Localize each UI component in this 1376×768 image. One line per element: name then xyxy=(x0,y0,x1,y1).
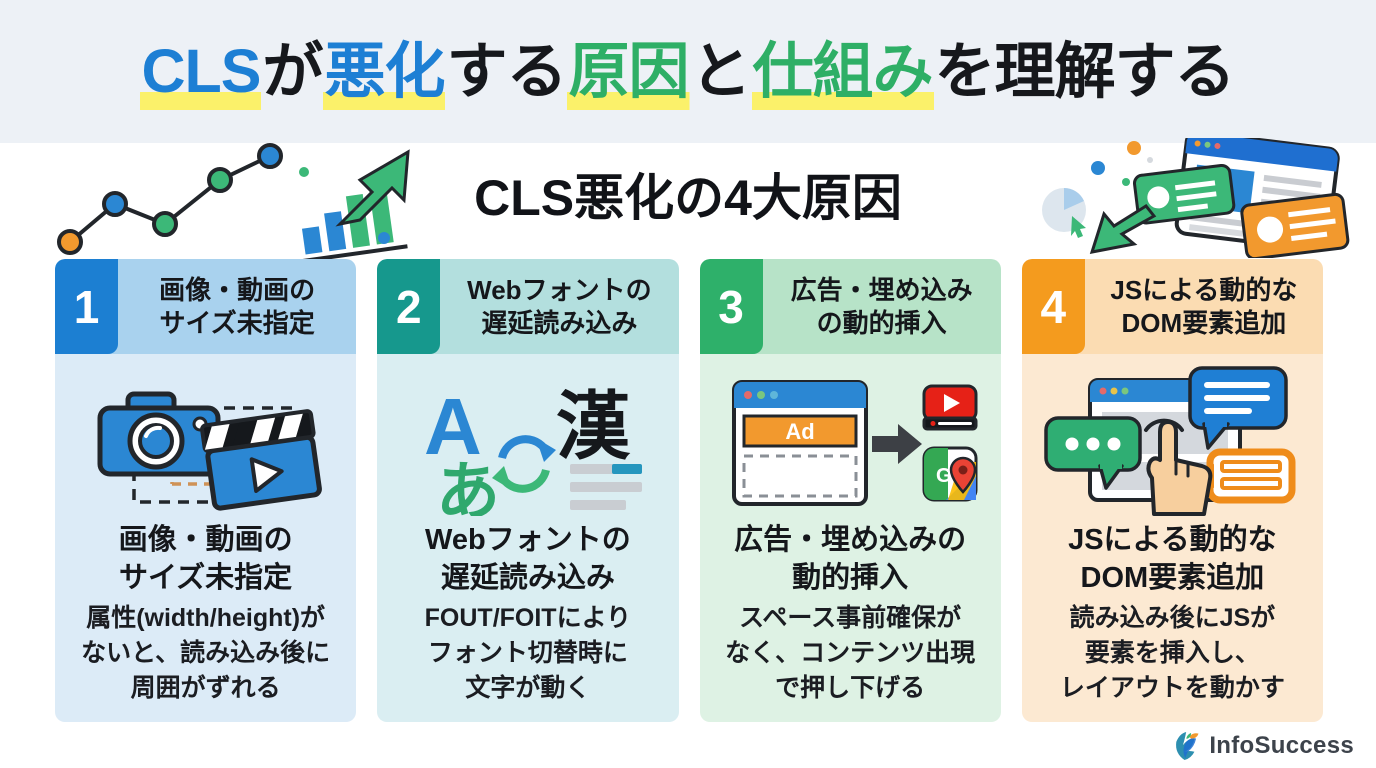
card-header: 1 画像・動画の サイズ未指定 xyxy=(55,259,357,354)
card-subtitle: Webフォントの 遅延読み込み xyxy=(425,524,631,594)
g-label: G xyxy=(936,465,952,487)
card-number-badge: 1 xyxy=(55,259,118,354)
title-segment: 悪化 xyxy=(323,41,445,110)
title-segment: 原因 xyxy=(567,41,690,110)
card-number-badge: 2 xyxy=(377,259,441,354)
card-number-badge: 4 xyxy=(1021,259,1085,354)
font-swap-icon: A あ 漢 xyxy=(424,382,642,516)
footer-brand: InfoSuccess xyxy=(1173,730,1354,762)
title-segment: と xyxy=(690,37,752,105)
section-heading: CLS悪化の4大原因 xyxy=(474,170,902,226)
ad-label: Ad xyxy=(785,419,814,444)
map-pin-icon: G xyxy=(922,446,978,502)
card-subtitle: 画像・動画の サイズ未指定 xyxy=(118,524,293,594)
brand-name: InfoSuccess xyxy=(1209,732,1354,759)
card-title: JSによる動的な DOM要素追加 xyxy=(1110,274,1298,338)
card-title: 画像・動画の サイズ未指定 xyxy=(159,274,316,338)
card-subtitle: 広告・埋め込みの 動的挿入 xyxy=(734,524,967,594)
up-arrow-icon xyxy=(335,149,410,227)
right-arrow-icon xyxy=(872,424,923,464)
camera-clapperboard-icon xyxy=(97,391,322,511)
dot-orange xyxy=(57,229,83,255)
pie-chart-icon xyxy=(1042,188,1086,238)
card-description: スペース事前確保が なく、コンテンツ出現 で押し下げる xyxy=(725,604,976,703)
card-ad-embed-insert: 3 広告・埋め込み の動的挿入 Ad xyxy=(699,259,1001,722)
card-body: A あ 漢 Webフォントの 遅延読み込み xyxy=(377,354,678,722)
ad-embed-icon: Ad G xyxy=(732,380,978,506)
kanji-glyph: 漢 xyxy=(556,385,631,468)
clapperboard-icon xyxy=(199,409,322,511)
card-js-dom-insert: 4 JSによる動的な DOM要素追加 xyxy=(1021,259,1323,722)
card-image-video-size: 1 画像・動画の サイズ未指定 xyxy=(55,259,357,722)
card-description: 読み込み後にJSが 要素を挿入し、 レイアウトを動かす xyxy=(1059,604,1285,703)
card-description: FOUT/FOITにより フォント切替時に 文字が動く xyxy=(424,604,632,703)
card-body: Ad G xyxy=(700,354,1001,722)
dom-insert-icon xyxy=(1044,366,1296,516)
card-number-badge: 3 xyxy=(699,259,763,354)
card-description: 属性(width/height)が ないと、読み込み後に 周囲がずれる xyxy=(81,604,331,703)
latin-glyph: A xyxy=(424,382,482,471)
card-title: 広告・埋め込み の動的挿入 xyxy=(790,274,973,338)
title-segment: 仕組み xyxy=(751,41,934,110)
dot-green xyxy=(152,211,178,237)
tap-hand-icon xyxy=(1144,418,1213,516)
card-header: 3 広告・埋め込み の動的挿入 xyxy=(699,259,1001,354)
card-body: 画像・動画の サイズ未指定 属性(width/height)が ないと、読み込み… xyxy=(55,354,356,722)
page-title: CLSが悪化する原因と仕組みを理解する xyxy=(140,37,1236,110)
camera-icon xyxy=(97,391,221,477)
dot-green xyxy=(207,167,233,193)
browser-ad-icon: Ad xyxy=(732,380,869,506)
card-header: 2 Webフォントの 遅延読み込み xyxy=(377,259,679,354)
down-left-arrow-icon xyxy=(1089,204,1157,254)
infosuccess-logo-icon xyxy=(1176,732,1199,760)
dot-blue xyxy=(102,191,128,217)
refresh-arrows-icon xyxy=(491,435,556,493)
card-title: Webフォントの 遅延読み込み xyxy=(467,274,652,338)
green-chat-bubble-icon xyxy=(1044,416,1143,490)
title-segment: が xyxy=(262,37,323,105)
dot-blue xyxy=(257,143,283,169)
browser-cards-illustration xyxy=(1042,138,1350,258)
card-webfont-delay: 2 Webフォントの 遅延読み込み A あ 漢 xyxy=(377,259,679,722)
blue-chat-bubble-icon xyxy=(1188,366,1289,450)
card-body: JSによる動的な DOM要素追加 読み込み後にJSが 要素を挿入し、 レイアウト… xyxy=(1022,354,1323,722)
title-band: CLSが悪化する原因と仕組みを理解する xyxy=(0,0,1376,143)
green-card-icon xyxy=(1132,163,1236,225)
video-player-icon xyxy=(922,384,978,431)
title-segment: する xyxy=(446,37,567,105)
title-segment: を理解する xyxy=(934,37,1236,105)
text-lines-icon xyxy=(569,464,642,510)
title-segment: CLS xyxy=(140,41,262,110)
kana-glyph: あ xyxy=(436,456,500,516)
growth-chart-illustration xyxy=(57,143,410,260)
card-subtitle: JSによる動的な DOM要素追加 xyxy=(1068,524,1277,594)
cause-cards-row: 1 画像・動画の サイズ未指定 xyxy=(55,259,1323,722)
orange-card-icon xyxy=(1240,192,1350,258)
card-header: 4 JSによる動的な DOM要素追加 xyxy=(1021,259,1323,354)
